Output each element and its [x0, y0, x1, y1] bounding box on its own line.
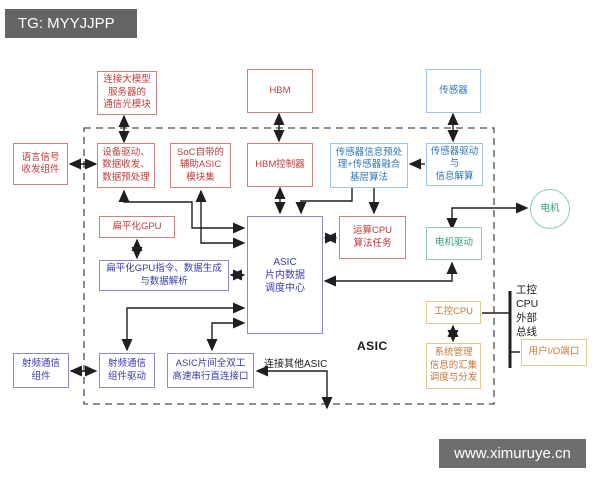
- node-sensor-preprocess: 传感器信息预处 理+传感器融合 基层算法: [330, 143, 408, 188]
- node-motor-driver: 电机驱动: [426, 227, 482, 260]
- node-hbm-controller: HBM控制器: [247, 143, 313, 187]
- node-speech-io: 语言信号 收发组件: [13, 143, 68, 185]
- external-bus-label: 工控 CPU 外部 总线: [516, 284, 539, 338]
- node-rf-driver: 射频通信 组件驱动: [99, 353, 155, 388]
- node-sensor: 传感器: [426, 69, 481, 113]
- node-asic-dispatch-center: ASIC 片内数据 调度中心: [247, 216, 323, 334]
- edge-asiccenter-motordriver: [323, 261, 458, 287]
- edge-asiccenter-interlink: [206, 317, 246, 352]
- node-device-driver: 设备驱动、 数据收发、 数据预处理: [97, 143, 155, 188]
- node-flat-gpu: 扁平化GPU: [99, 216, 175, 238]
- node-asic-interlink: ASIC片间全双工 高速串行直连接口: [167, 353, 254, 388]
- watermark-url: www.ximuruye.cn: [439, 439, 586, 468]
- edge-asiccenter-rfdriver: [121, 302, 246, 352]
- node-soc-aux-asic: SoC自带的 辅助ASIC 模块集: [170, 143, 231, 188]
- node-gpu-instruction: 扁平化GPU指令、数据生成 与数据解析: [99, 260, 229, 291]
- edge-preprocess-asiccenter: [295, 188, 353, 215]
- node-sys-mgmt: 系统管理 信息的汇集 调度与分发: [426, 343, 481, 389]
- edge-motordriver-motor: [446, 202, 529, 231]
- node-user-io: 用户I/O端口: [521, 339, 587, 366]
- node-ipc-cpu: 工控CPU: [426, 301, 481, 324]
- edge-interlink-otherasic: [255, 365, 333, 410]
- node-motor: 电机: [530, 189, 570, 229]
- edge-socaux-asiccenter: [195, 189, 246, 249]
- asic-region-label: ASIC: [357, 339, 388, 353]
- node-rf-component: 射频通信 组件: [13, 353, 69, 388]
- node-compute-cpu: 运算CPU 算法任务: [339, 216, 406, 259]
- node-hbm: HBM: [247, 69, 313, 113]
- node-optical-module: 连接大模型 服务器的 通信光模块: [97, 71, 157, 115]
- node-sensor-driver: 传感器驱动 与 信息解算: [426, 143, 483, 186]
- tag-banner: TG: MYYJJPP: [5, 9, 137, 38]
- other-asic-label: 连接其他ASIC: [264, 359, 328, 370]
